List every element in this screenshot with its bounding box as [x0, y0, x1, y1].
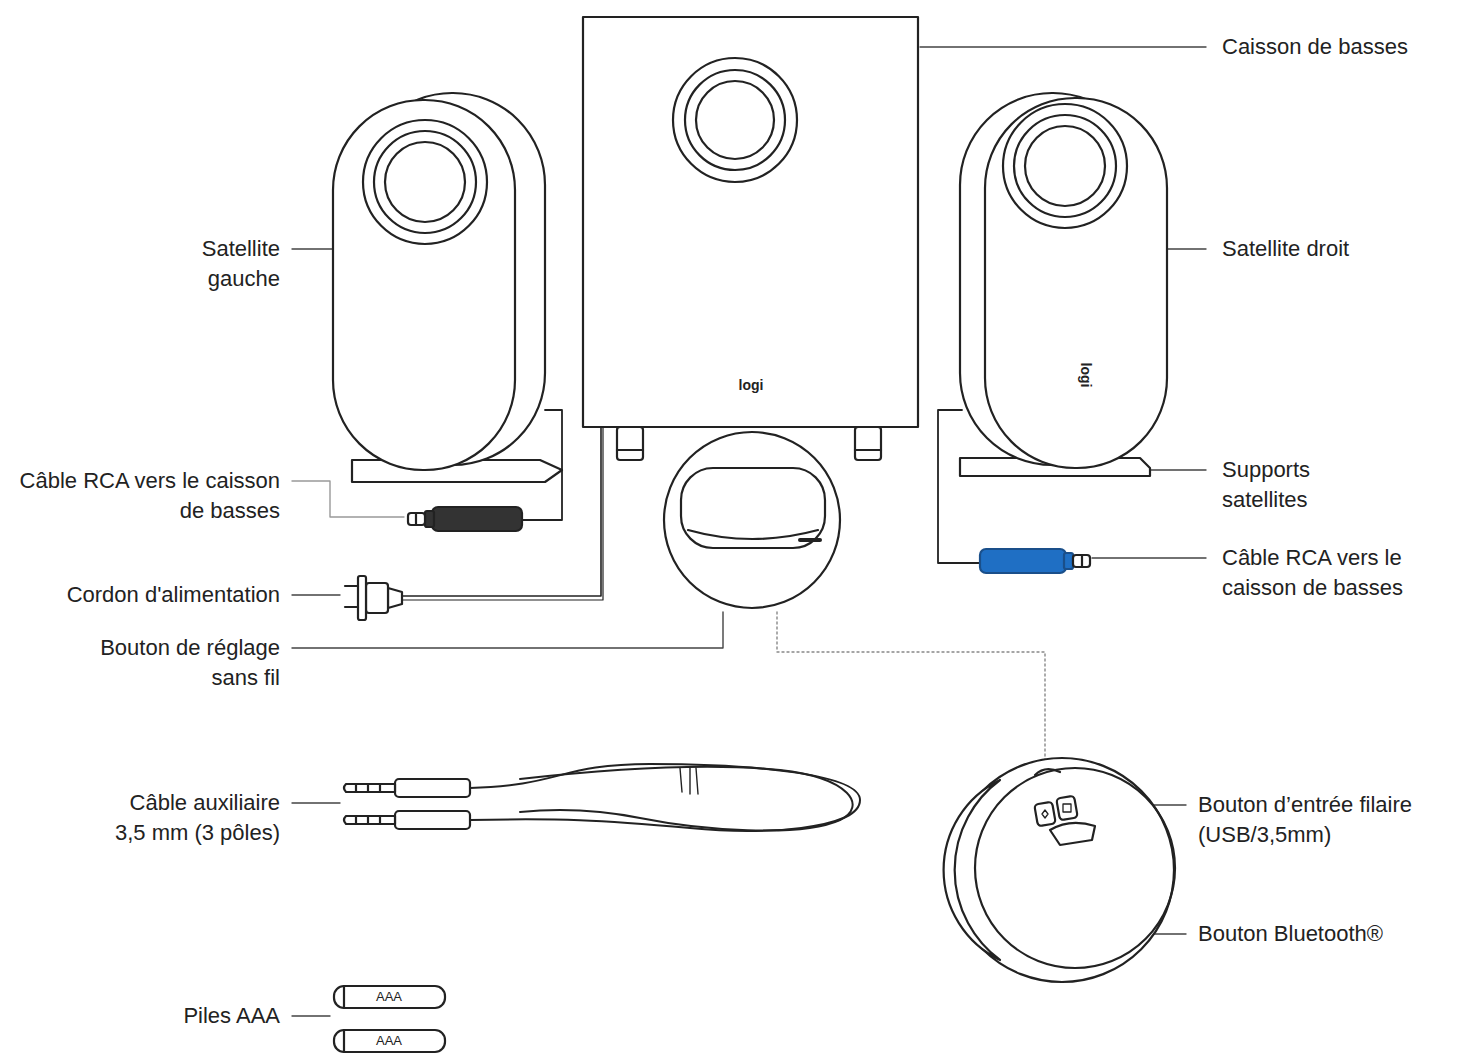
part-label: Câble RCA vers le caisson de basses	[18, 466, 280, 526]
right-satellite	[938, 93, 1167, 573]
knob-underside	[944, 758, 1175, 982]
battery-text: AAA	[354, 988, 424, 1006]
subwoofer	[583, 17, 918, 460]
wireless-knob	[664, 432, 840, 608]
part-label: Caisson de basses	[1222, 32, 1458, 62]
aaa-batteries	[334, 986, 445, 1052]
logo-text: logi	[721, 376, 781, 394]
part-label: Supports satellites	[1222, 455, 1352, 515]
part-label: Câble auxiliaire 3,5 mm (3 pôles)	[98, 788, 280, 848]
part-label: Bouton de réglage sans fil	[80, 633, 280, 693]
left-satellite	[333, 93, 562, 531]
part-label: Bouton Bluetooth®	[1198, 919, 1456, 949]
part-label: Cordon d'alimentation	[8, 580, 280, 610]
part-label: Câble RCA vers le caisson de basses	[1222, 543, 1437, 603]
logo-text: logi	[1077, 345, 1095, 405]
part-label: Piles AAA	[80, 1001, 280, 1031]
part-label: Satellite gauche	[160, 234, 280, 294]
battery-text: AAA	[354, 1032, 424, 1050]
part-label: Bouton d’entrée filaire (USB/3,5mm)	[1198, 790, 1456, 850]
part-label: Satellite droit	[1222, 234, 1458, 264]
aux-cable	[344, 764, 860, 831]
